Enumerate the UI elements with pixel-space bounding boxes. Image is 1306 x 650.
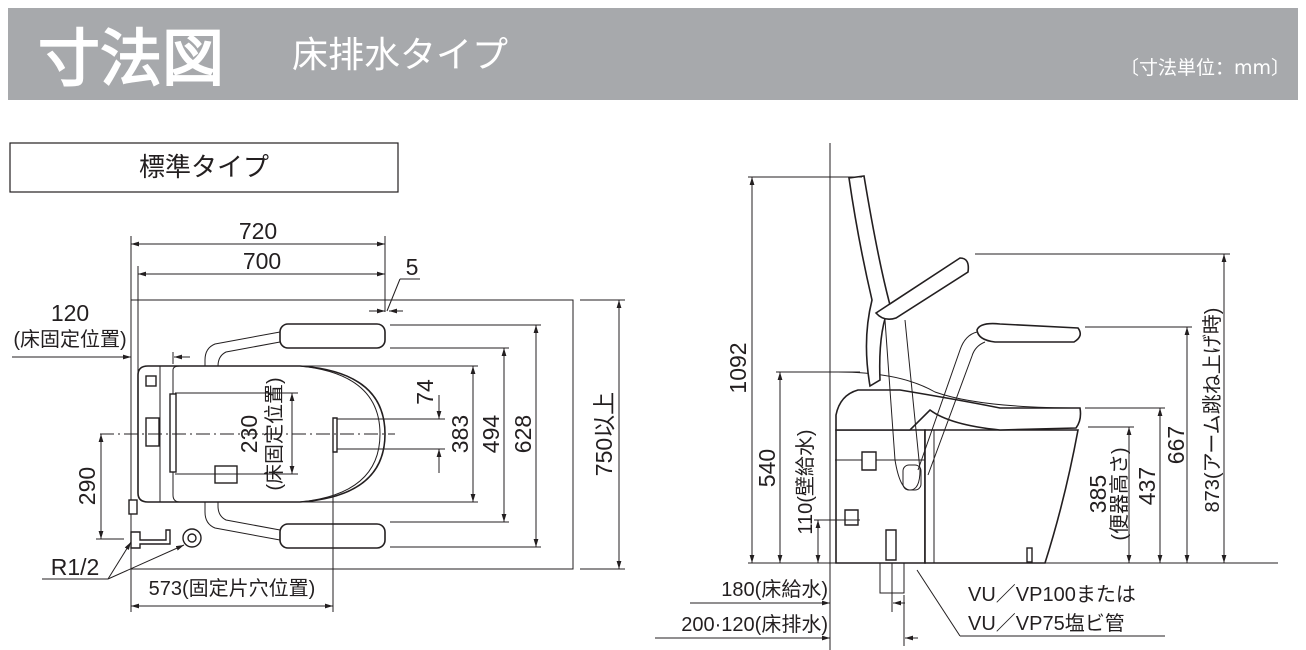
page-title: 寸法図: [38, 22, 224, 95]
toilet-plan: [137, 365, 386, 503]
pipe-note-line2: VU／VP75塩ビ管: [968, 612, 1125, 635]
armrest-raised: [874, 257, 970, 320]
dim-873: 873(アーム跳ね上げ時): [1201, 308, 1224, 513]
dim-1092: 1092: [725, 342, 751, 393]
header-bar: [8, 8, 1298, 100]
type-label-box: [9, 142, 399, 193]
dim-200-120: 200·120(床排水): [681, 613, 828, 636]
dim-290: 290: [74, 467, 100, 505]
armrest-pad-top: [279, 323, 386, 349]
plan-view: 720 700 5 750以上 120 (床固定位置): [12, 218, 625, 612]
dim-230: 230: [236, 415, 262, 453]
dim-74: 74: [412, 379, 438, 405]
armrest-lowered: [976, 322, 1082, 343]
dim-720: 720: [239, 218, 277, 244]
type-label: 標準タイプ: [139, 153, 269, 183]
dim-385: 385: [1085, 475, 1111, 513]
dim-540: 540: [754, 449, 780, 487]
pipe-note-line1: VU／VP100または: [968, 584, 1136, 606]
page-subtitle: 床排水タイプ: [292, 35, 508, 76]
dim-383: 383: [447, 415, 473, 453]
dim-494: 494: [478, 415, 504, 454]
dim-437: 437: [1134, 467, 1160, 505]
dim-5: 5: [406, 254, 419, 280]
dim-667: 667: [1163, 426, 1189, 464]
tank-unit: [835, 429, 926, 564]
water-supply-fitting: [130, 529, 171, 549]
bowl: [924, 429, 1079, 564]
dim-110: 110(壁給水): [794, 429, 817, 534]
dim-385-note: (便器高さ): [1108, 447, 1131, 540]
backrest: [848, 175, 891, 388]
dim-628: 628: [510, 415, 536, 453]
side-view: 1092 540 110(壁給水) 385 (便器高さ) 437 667 873…: [655, 143, 1278, 650]
unit-note: 〔寸法単位：mm〕: [1120, 57, 1290, 79]
dim-700: 700: [243, 248, 281, 274]
dim-r12: R1/2: [51, 554, 100, 580]
dim-120: 120: [51, 300, 89, 326]
dim-120-note: (床固定位置): [13, 328, 126, 351]
seat-lid: [835, 389, 1082, 431]
dim-750: 750以上: [591, 392, 617, 476]
dim-573: 573(固定片穴位置): [149, 577, 316, 600]
dim-230-note: (床固定位置): [263, 377, 286, 490]
dim-180: 180(床給水): [721, 578, 828, 601]
